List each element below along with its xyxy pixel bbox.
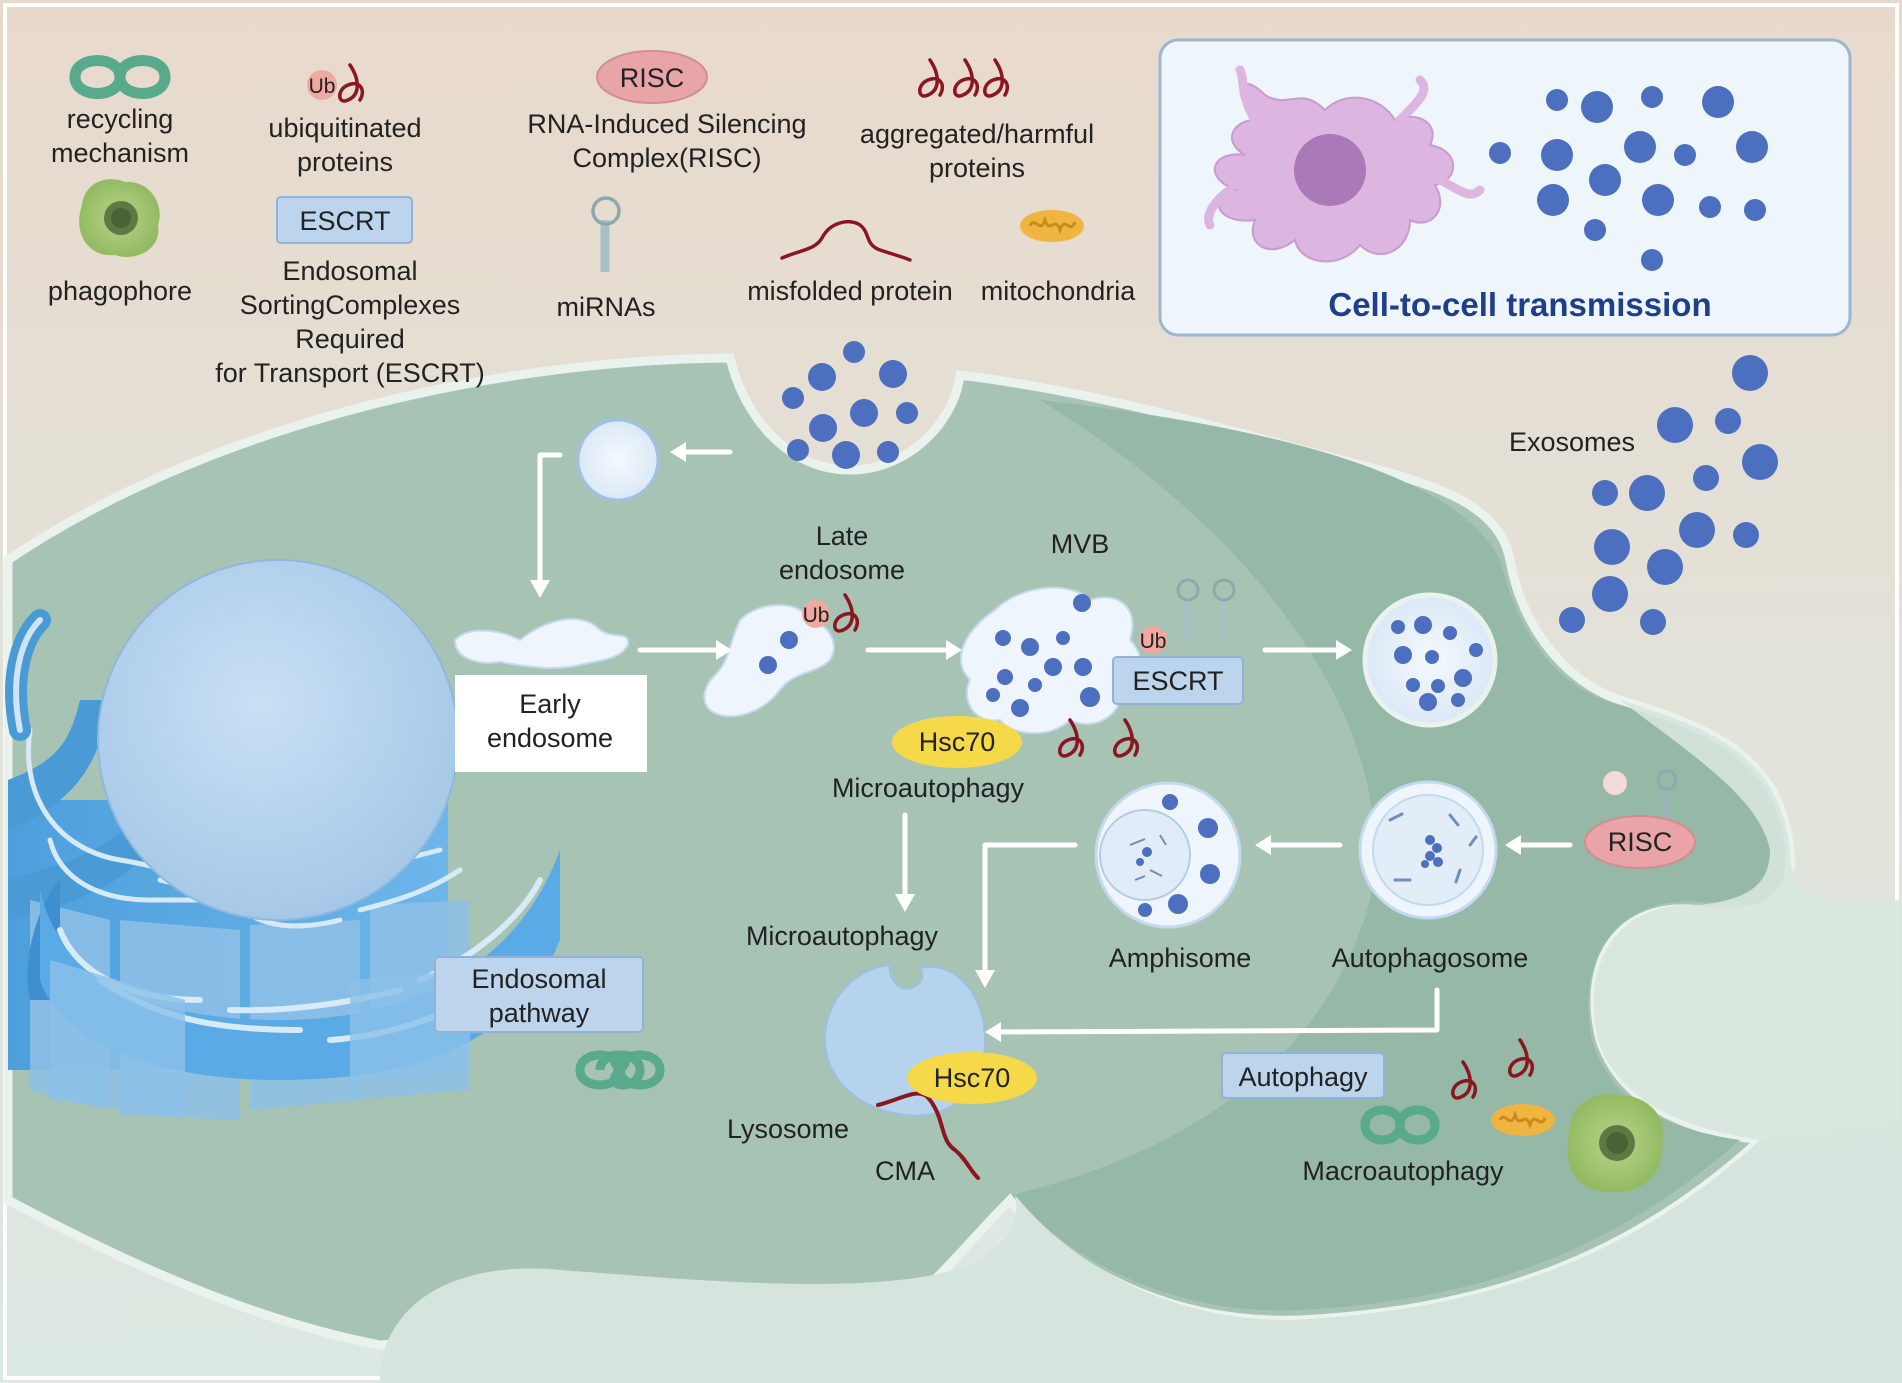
- cma-label: CMA: [875, 1156, 935, 1186]
- mitochondria-icon: [1020, 210, 1084, 242]
- inset-title: Cell-to-cell transmission: [1328, 286, 1711, 323]
- arrowheads: [530, 442, 1521, 1042]
- microautophagy-top-label: Microautophagy: [832, 773, 1025, 803]
- mvb-shape: [959, 586, 1142, 735]
- ub-tag-label: Ub: [309, 75, 336, 98]
- exosomes-label: Exosomes: [1509, 427, 1635, 457]
- misfolded-label: misfolded protein: [747, 276, 953, 306]
- early-endosome-shape: [453, 618, 630, 670]
- amphisome-label: Amphisome: [1109, 943, 1252, 973]
- risc-cell-label: RISC: [1608, 827, 1673, 857]
- secretory-vesicle: [1362, 592, 1498, 728]
- aggregated-proteins-mvb: [1058, 718, 1140, 758]
- endosomal-pathway-box: [434, 956, 644, 1033]
- aggregated-proteins-macro: [1451, 1038, 1535, 1100]
- arrows: [537, 449, 1573, 1035]
- mitochondria-label: mitochondria: [981, 276, 1137, 306]
- recycling-icon: [69, 55, 171, 99]
- lysosome-label: Lysosome: [727, 1114, 849, 1144]
- neighbor-cell-right: [1593, 700, 1902, 1150]
- escrt-icon: [276, 196, 413, 244]
- mirna-mvb: [1176, 578, 1236, 640]
- microautophagy-mid-label: Microautophagy: [746, 921, 939, 951]
- ub-late-circle: [802, 600, 830, 628]
- recycling-symbol-cell-2: [1360, 1105, 1440, 1145]
- arrow-amphisome-to-lysosome: [982, 842, 1078, 978]
- dendritic-cell: [1204, 65, 1485, 263]
- escrt-mvb-box: [1112, 656, 1244, 705]
- escrt-mvb-label: ESCRT: [1132, 666, 1223, 696]
- inset-panel: [1158, 38, 1852, 337]
- phagophore-icon: [79, 179, 160, 257]
- ub-late-label: Ub: [803, 604, 830, 627]
- ub-mvb-label: Ub: [1140, 630, 1167, 653]
- macroautophagy-label: Macroautophagy: [1302, 1156, 1504, 1186]
- autophagy-box: [1221, 1052, 1385, 1099]
- hsc70-lys-label: Hsc70: [934, 1063, 1011, 1093]
- ubiquitinated-protein-icon: [338, 63, 365, 103]
- risc-icon: [596, 50, 708, 104]
- ub-icon: [307, 70, 337, 100]
- recycling-symbol-cell-1: [575, 1050, 665, 1090]
- mirnas-label: miRNAs: [557, 292, 656, 322]
- mvb-label: MVB: [1051, 529, 1110, 559]
- ub-mvb-circle: [1139, 626, 1167, 654]
- aggregated-proteins-icon: [918, 58, 1010, 98]
- hsc70-lys-ellipse: [907, 1052, 1037, 1104]
- phagophore-label: phagophore: [48, 276, 192, 306]
- misfolded-protein-icon: [780, 220, 912, 262]
- phagophore-cell: [1567, 1093, 1664, 1193]
- arrow-autophagy-to-lysosome: [994, 987, 1440, 1035]
- escrt-tag-label: ESCRT: [299, 206, 390, 236]
- amphisome-shape: [1094, 781, 1242, 929]
- inset-exosomes: [1489, 86, 1768, 271]
- risc-tag-label: RISC: [620, 63, 685, 93]
- neighbor-cell-bottom: [380, 1120, 1902, 1383]
- invagination-exosomes: [782, 341, 918, 469]
- extracellular-exosomes: [1559, 355, 1778, 635]
- arrow-to-early-endosome: [537, 452, 563, 588]
- incoming-vesicle: [576, 418, 660, 502]
- autophagosome-shape: [1358, 780, 1498, 920]
- mirna-icon: [591, 196, 621, 272]
- mitochondrion-cell: [1491, 1104, 1555, 1136]
- nucleus: [97, 559, 459, 921]
- early-endosome-box: [455, 675, 647, 772]
- ubiquitinated-protein-late-endosome: [833, 593, 860, 633]
- hsc70-top-label: Hsc70: [919, 727, 996, 757]
- autophagy-label: Autophagy: [1238, 1062, 1368, 1092]
- hsc70-top-ellipse: [892, 716, 1022, 768]
- autophagosome-label: Autophagosome: [1332, 943, 1529, 973]
- risc-cell-ellipse: [1584, 815, 1696, 869]
